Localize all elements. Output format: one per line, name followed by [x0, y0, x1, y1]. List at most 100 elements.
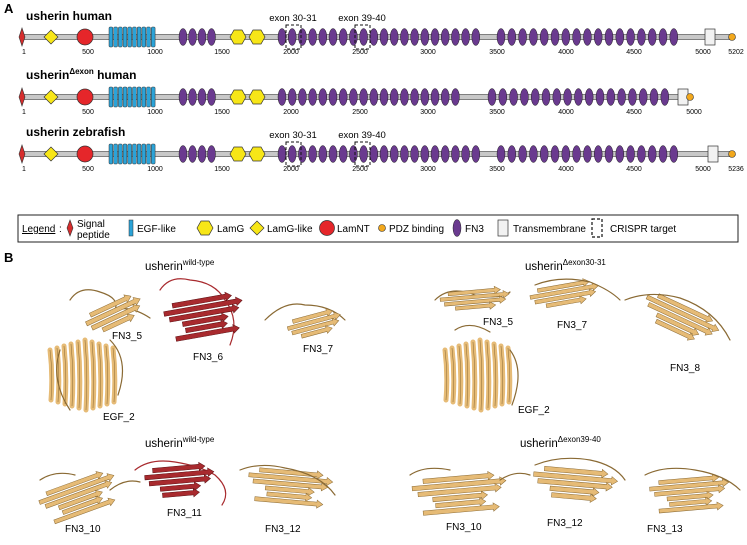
- fn3-domain: [626, 28, 635, 46]
- beta-sheet: [144, 461, 215, 498]
- fn3-domain: [277, 88, 287, 106]
- fn3-domain: [389, 28, 399, 46]
- fn3-domain: [410, 28, 419, 46]
- row-title: usherin zebrafish: [26, 125, 125, 139]
- fn3-domain: [451, 145, 460, 163]
- tick-label: 5000: [695, 166, 711, 173]
- fn3-domain: [318, 88, 328, 106]
- tick-label: 4000: [558, 49, 574, 56]
- legend-swatch: [378, 224, 386, 232]
- panel-a-letter: A: [4, 1, 14, 16]
- fn3-domain: [615, 145, 625, 163]
- signal-peptide: [18, 27, 26, 47]
- fn3-domain: [338, 28, 348, 46]
- fn3-domain: [561, 145, 571, 163]
- fn3-domain: [440, 28, 450, 46]
- egf-like-domain: [122, 143, 128, 165]
- tick-label: 4500: [626, 166, 642, 173]
- egf-like-domain: [127, 26, 132, 48]
- fn3-domain: [628, 88, 637, 106]
- beta-sheet: [248, 467, 334, 509]
- fn3-domain: [188, 145, 197, 163]
- tick-label: 1500: [214, 166, 230, 173]
- tick-label: 2500: [352, 109, 368, 116]
- beta-barrel: [442, 337, 513, 413]
- lamnt-domain: [76, 28, 94, 46]
- tick-label: 500: [82, 109, 94, 116]
- legend-label: LamG: [217, 224, 244, 235]
- fn3-domain: [626, 145, 635, 163]
- fn3-domain: [318, 28, 328, 46]
- domain-label: FN3_12: [265, 524, 301, 535]
- beta-sheet: [163, 291, 243, 342]
- domain-label: EGF_2: [518, 405, 550, 416]
- fn3-domain: [518, 28, 527, 46]
- fn3-domain: [649, 88, 659, 106]
- fn3-domain: [328, 145, 338, 163]
- fn3-domain: [277, 145, 287, 163]
- fn3-domain: [389, 145, 399, 163]
- egf-like-domain: [136, 86, 142, 108]
- fn3-domain: [647, 28, 657, 46]
- tick-label: 500: [82, 166, 94, 173]
- fn3-domain: [389, 88, 399, 106]
- pdz-binding: [728, 150, 736, 158]
- end-label: 5000: [686, 109, 702, 116]
- egf-like-domain: [118, 86, 123, 108]
- egf-like-domain: [132, 86, 137, 108]
- fn3-domain: [420, 145, 430, 163]
- fn3-domain: [572, 28, 581, 46]
- fn3-domain: [178, 145, 188, 163]
- legend-item-lamglike: LamG-like: [249, 220, 313, 236]
- fn3-domain: [518, 145, 527, 163]
- tick-label: 2500: [352, 49, 368, 56]
- fn3-domain: [604, 28, 614, 46]
- pdz-binding: [728, 33, 736, 41]
- tick-label: 2000: [283, 49, 299, 56]
- fn3-domain: [308, 145, 317, 163]
- fn3-domain: [606, 88, 616, 106]
- fn3-domain: [530, 88, 540, 106]
- fn3-domain: [287, 145, 297, 163]
- egf-like-domain: [113, 26, 118, 48]
- fn3-domain: [593, 28, 603, 46]
- lamg-domain: [248, 146, 266, 162]
- domain-label: FN3_5: [483, 317, 513, 328]
- beta-sheet: [533, 466, 619, 503]
- fn3-domain: [349, 88, 358, 106]
- fn3-domain: [509, 88, 518, 106]
- tick-label: 1000: [147, 166, 163, 173]
- egf-like-domain: [132, 143, 137, 165]
- fn3-domain: [188, 28, 197, 46]
- pdz-binding: [686, 93, 694, 101]
- fn3-domain: [430, 88, 440, 106]
- fn3-domain: [207, 28, 216, 46]
- structure-title: usherinwild-type: [145, 435, 215, 450]
- legend-item-egf: EGF-like: [128, 219, 176, 237]
- legend-box: [17, 214, 739, 243]
- fn3-domain: [359, 88, 368, 106]
- egf-like-domain: [136, 143, 142, 165]
- egf-like-domain: [118, 143, 123, 165]
- fn3-domain: [379, 88, 389, 106]
- tick-label: 1500: [214, 49, 230, 56]
- fn3-domain: [529, 145, 538, 163]
- domain-label: FN3_7: [303, 344, 333, 355]
- tick-label: 3500: [489, 166, 505, 173]
- fn3-domain: [338, 145, 348, 163]
- fn3-domain: [328, 88, 338, 106]
- fn3-domain: [471, 145, 481, 163]
- fn3-domain: [595, 88, 605, 106]
- fn3-domain: [550, 28, 560, 46]
- domain-label: FN3_11: [167, 508, 202, 519]
- fn3-domain: [379, 28, 389, 46]
- tick-label: 1: [22, 166, 26, 173]
- egf-like-domain: [151, 26, 156, 48]
- coil-loop: [534, 457, 626, 481]
- fn3-domain: [308, 28, 317, 46]
- fn3-domain: [420, 88, 430, 106]
